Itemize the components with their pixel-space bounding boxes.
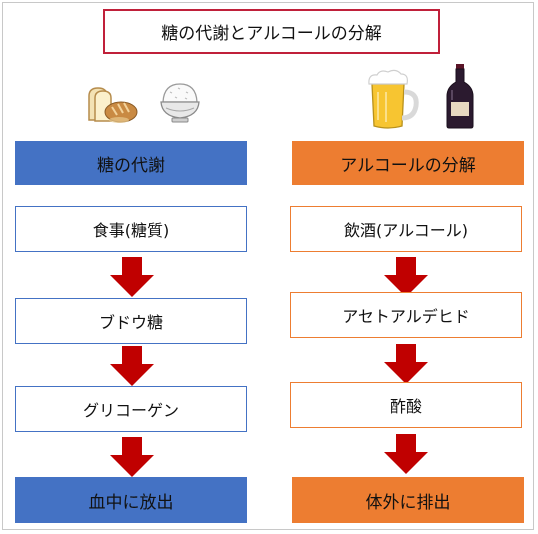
- flow-arrow-down: [384, 434, 428, 474]
- step-glycogen: グリコーゲン: [15, 386, 247, 432]
- sugar-metabolism-header: 糖の代謝: [15, 141, 247, 185]
- alcohol-breakdown-header: アルコールの分解: [292, 141, 524, 185]
- diagram-frame: [2, 2, 534, 530]
- rice-bowl-icon: [160, 83, 200, 123]
- step-acetic-acid: 酢酸: [290, 382, 522, 428]
- diagram-title: 糖の代謝とアルコールの分解: [103, 9, 440, 54]
- result-release-to-blood: 血中に放出: [15, 477, 247, 523]
- flow-arrow-down: [110, 437, 154, 477]
- step-meal-carbohydrate: 食事(糖質): [15, 206, 247, 252]
- wine-bottle-icon: [446, 64, 474, 129]
- flow-arrow-down: [384, 257, 428, 297]
- step-drinking-alcohol: 飲酒(アルコール): [290, 206, 522, 252]
- bread-icon: [88, 87, 138, 123]
- step-acetaldehyde: アセトアルデヒド: [290, 292, 522, 338]
- result-excreted-from-body: 体外に排出: [292, 477, 524, 523]
- beer-mug-icon: [368, 69, 419, 129]
- flow-arrow-down: [384, 344, 428, 384]
- flow-arrow-down: [110, 257, 154, 297]
- step-glucose: ブドウ糖: [15, 298, 247, 344]
- flow-arrow-down: [110, 346, 154, 386]
